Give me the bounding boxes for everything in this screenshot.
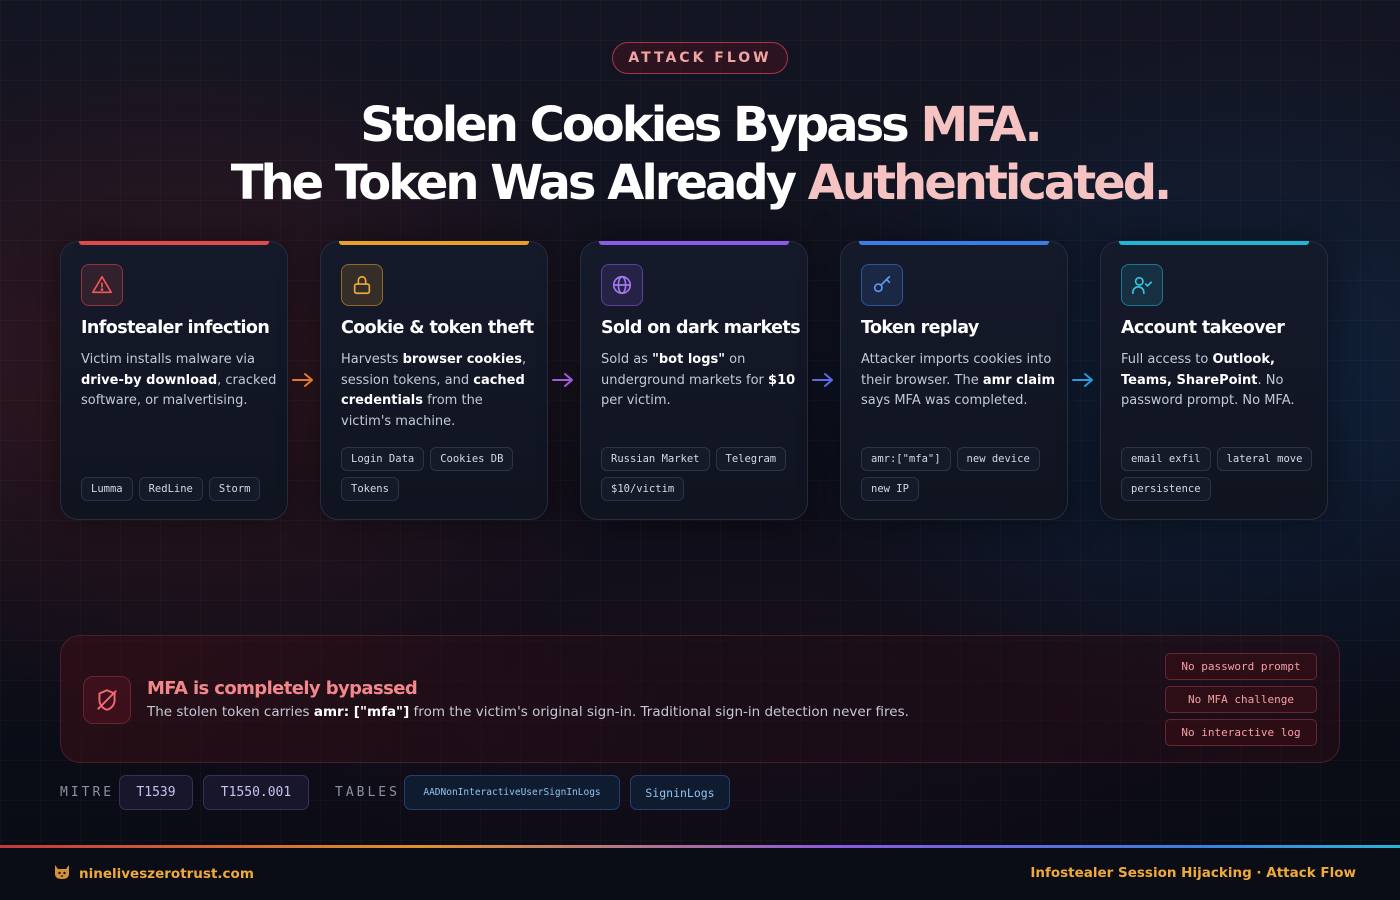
tag-chip: persistence: [1121, 477, 1211, 501]
card-description: Full access to Outlook, Teams, SharePoin…: [1121, 350, 1317, 412]
attack-flow-badge: ATTACK FLOW: [612, 42, 788, 74]
headline: Stolen Cookies Bypass MFA. The Token Was…: [0, 96, 1400, 212]
card-description-emphasis: $10: [768, 372, 796, 388]
card-description-emphasis: amr claim: [982, 372, 1056, 388]
card-description-text: per victim.: [601, 393, 671, 408]
card-description-text: , cracked software, or malvertising.: [81, 372, 277, 409]
globe-icon: [601, 264, 643, 306]
mfa-title: MFA is completely bypassed: [147, 678, 418, 699]
headline-line-2-accent: Authenticated.: [807, 155, 1172, 211]
step-card-dark-markets: Sold on dark markets Sold as "bot logs" …: [580, 241, 808, 520]
card-description-text: on underground markets for: [601, 352, 769, 388]
footer: nineliveszerotrust.com Infostealer Sessi…: [0, 848, 1400, 900]
flow-arrow-icon: [292, 371, 314, 389]
mitre-technique-chip[interactable]: T1539: [119, 775, 193, 810]
card-accent-bar: [339, 241, 529, 245]
tables-label: TABLES: [335, 785, 400, 800]
mitre-technique-chip[interactable]: T1550.001: [203, 775, 309, 810]
headline-line-2: The Token Was Already Authenticated.: [0, 154, 1400, 212]
card-description-text: Victim installs malware via: [81, 352, 255, 367]
card-title: Cookie & token theft: [341, 318, 534, 338]
mitre-label: MITRE: [60, 785, 115, 800]
card-description: Attacker imports cookies into their brow…: [861, 350, 1057, 412]
tag-chip: Telegram: [715, 447, 787, 471]
mfa-bypass-panel: MFA is completely bypassed The stolen to…: [60, 635, 1340, 763]
flow-arrow-icon: [1072, 371, 1094, 389]
card-description-text: , session tokens, and: [341, 352, 527, 388]
shield-off-icon: [83, 676, 131, 724]
card-accent-bar: [79, 241, 269, 245]
footer-gradient-line: [0, 845, 1400, 848]
tag-chip: Lumma: [81, 477, 133, 501]
tag-chip: Login Data: [341, 447, 425, 471]
card-description-text: from the victim's machine.: [341, 393, 483, 429]
card-accent-bar: [859, 241, 1049, 245]
lock-icon: [341, 264, 383, 306]
log-table-chip[interactable]: AADNonInteractiveUserSignInLogs: [404, 775, 620, 810]
card-title: Account takeover: [1121, 318, 1285, 338]
card-title: Token replay: [861, 318, 979, 338]
mfa-chip: No interactive log: [1165, 719, 1317, 746]
mfa-chip: No password prompt: [1165, 653, 1317, 680]
card-description-emphasis: drive-by download: [81, 372, 218, 388]
card-accent-bar: [599, 241, 789, 245]
step-card-token-replay: Token replay Attacker imports cookies in…: [840, 241, 1068, 520]
footer-caption: Infostealer Session Hijacking · Attack F…: [1030, 865, 1356, 881]
key-icon: [861, 264, 903, 306]
headline-line-1: Stolen Cookies Bypass MFA.: [0, 96, 1400, 154]
card-description-text: Harvests: [341, 352, 403, 367]
card-description-text: Attacker imports cookies into their brow…: [861, 352, 1052, 388]
tag-chip: amr:["mfa"]: [861, 447, 951, 471]
tag-chip: Russian Market: [601, 447, 710, 471]
card-description-emphasis: "bot logs": [652, 352, 726, 367]
card-description-emphasis: Outlook, Teams, SharePoint: [1121, 352, 1275, 388]
card-accent-bar: [1119, 241, 1309, 245]
card-tags: amr:["mfa"]new device new IP: [861, 447, 1059, 501]
card-title: Sold on dark markets: [601, 318, 801, 338]
card-description: Victim installs malware via drive-by dow…: [81, 350, 277, 412]
flow-arrow-icon: [812, 371, 834, 389]
card-description: Harvests browser cookies, session tokens…: [341, 350, 537, 432]
mfa-chip: No MFA challenge: [1165, 686, 1317, 713]
headline-line-2-main: The Token Was Already: [230, 155, 808, 211]
card-description-text: Sold as: [601, 352, 653, 367]
step-card-infostealer: Infostealer infection Victim installs ma…: [60, 241, 288, 520]
tag-chip: lateral move: [1216, 447, 1313, 471]
mfa-chips: No password prompt No MFA challenge No i…: [1165, 653, 1317, 746]
step-card-cookie-theft: Cookie & token theft Harvests browser co…: [320, 241, 548, 520]
log-table-chip[interactable]: SigninLogs: [630, 775, 730, 810]
mfa-description: The stolen token carries amr: ["mfa"] fr…: [147, 704, 909, 720]
tag-chip: RedLine: [138, 477, 203, 501]
tag-chip: new IP: [861, 477, 919, 501]
tag-chip: Tokens: [341, 477, 399, 501]
card-title: Infostealer infection: [81, 318, 270, 338]
mfa-desc-claim: amr: ["mfa"]: [313, 704, 410, 720]
card-description-text: says MFA was completed.: [861, 393, 1028, 408]
cat-icon: [53, 864, 71, 884]
tag-chip: new device: [956, 447, 1040, 471]
footer-brand: nineliveszerotrust.com: [53, 864, 254, 884]
tag-chip: email exfil: [1121, 447, 1211, 471]
footer-site-link[interactable]: nineliveszerotrust.com: [79, 866, 254, 882]
card-description-text: . No password prompt. No MFA.: [1121, 372, 1295, 409]
card-description: Sold as "bot logs" on underground market…: [601, 350, 797, 412]
tag-chip: Storm: [208, 477, 261, 501]
warning-triangle-icon: [81, 264, 123, 306]
flow-arrow-icon: [552, 371, 574, 389]
tag-chip: Cookies DB: [430, 447, 514, 471]
headline-line-1-main: Stolen Cookies Bypass: [360, 97, 921, 153]
mfa-desc-before: The stolen token carries: [147, 704, 314, 720]
step-card-account-takeover: Account takeover Full access to Outlook,…: [1100, 241, 1328, 520]
card-description-emphasis: browser cookies: [402, 352, 522, 367]
mfa-desc-after: from the victim's original sign-in. Trad…: [409, 704, 909, 720]
card-description-emphasis: cached credentials: [341, 372, 525, 409]
headline-line-1-accent: MFA.: [920, 97, 1042, 153]
tag-chip: $10/victim: [601, 477, 685, 501]
card-description-text: Full access to: [1121, 352, 1213, 367]
user-check-icon: [1121, 264, 1163, 306]
